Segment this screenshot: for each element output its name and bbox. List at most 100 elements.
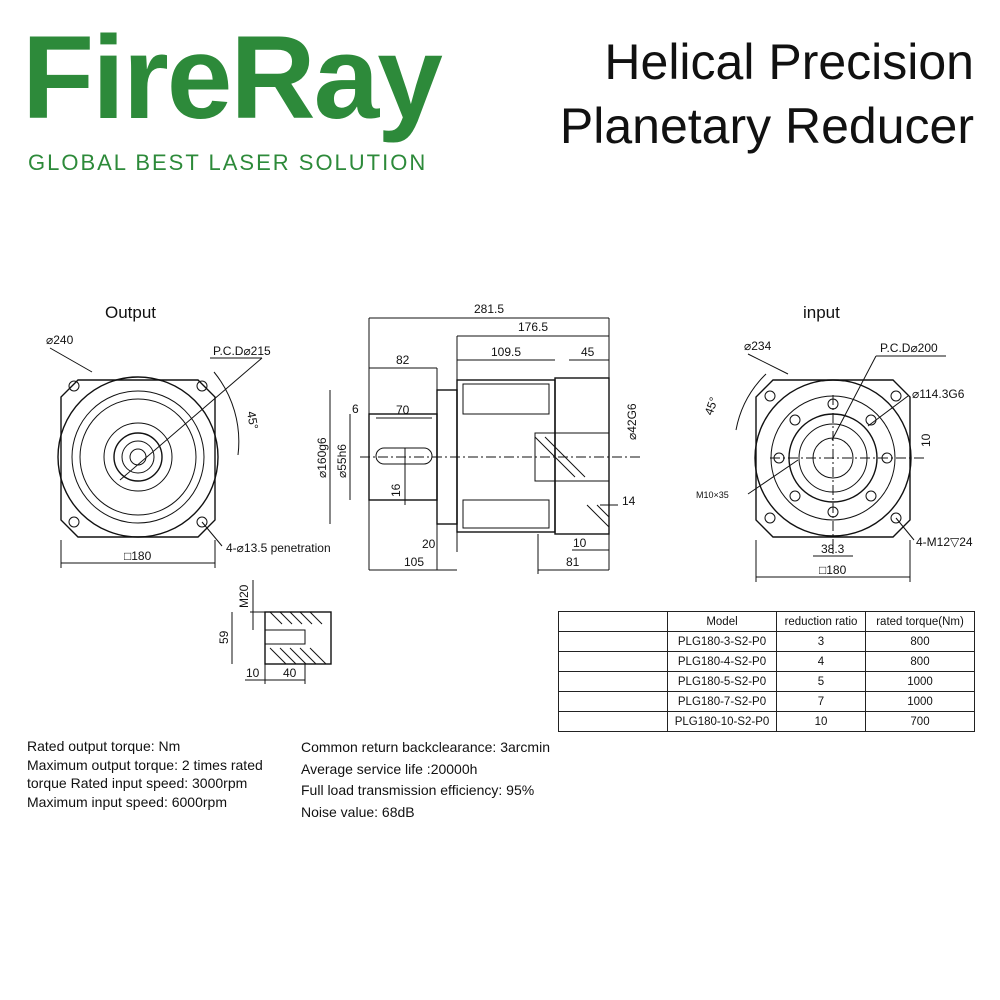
output-shaft bbox=[113, 432, 163, 482]
body-rib bbox=[462, 499, 550, 529]
output-holes: 4-⌀13.5 penetration bbox=[226, 541, 331, 555]
hatch bbox=[586, 504, 610, 528]
input-flange-side bbox=[554, 377, 610, 535]
output-dia-outer: ⌀240 bbox=[46, 333, 74, 347]
input-offset: 38.3 bbox=[821, 542, 845, 556]
hatch bbox=[299, 647, 317, 665]
output-label: Output bbox=[105, 303, 156, 322]
hatch bbox=[289, 611, 303, 625]
body-rib bbox=[462, 383, 550, 415]
input-corner-hole bbox=[764, 512, 776, 524]
input-dia-outer: ⌀234 bbox=[744, 339, 772, 353]
bore-depth: 14 bbox=[622, 494, 636, 508]
spec-line: Full load transmission efficiency: 95% bbox=[301, 782, 535, 798]
input-label: input bbox=[803, 303, 840, 322]
output-bolt-hole bbox=[196, 380, 208, 392]
output-angle: 45° bbox=[244, 410, 261, 430]
output-ring bbox=[79, 398, 197, 516]
hatch bbox=[309, 611, 323, 625]
output-flange-square bbox=[60, 379, 216, 538]
table-row: PLG180-10-S2-P0 10 700 bbox=[558, 711, 975, 732]
rear-step: 10 bbox=[573, 536, 587, 550]
output-hub bbox=[103, 422, 173, 492]
hatch bbox=[596, 504, 610, 518]
leader bbox=[747, 459, 799, 495]
angle-arc bbox=[735, 373, 767, 431]
table-row: PLG180-4-S2-P0 4 800 bbox=[558, 651, 975, 672]
spec-line: Maximum input speed: 6000rpm bbox=[27, 793, 227, 810]
table-cell bbox=[558, 671, 668, 692]
spec-line: Rated output torque: Nm bbox=[27, 738, 181, 754]
table-cell: 4 bbox=[776, 651, 866, 672]
len-body: 176.5 bbox=[518, 320, 548, 334]
len-flange: 45 bbox=[581, 345, 595, 359]
table-header: reduction ratio bbox=[776, 611, 866, 632]
table-cell bbox=[558, 691, 668, 712]
key-offset: 6 bbox=[352, 402, 359, 416]
input-angle: 45° bbox=[702, 395, 721, 417]
output-bolt-hole bbox=[68, 380, 80, 392]
spec-line: Noise value: 68dB bbox=[301, 803, 415, 820]
input-square: □180 bbox=[819, 563, 847, 577]
spec-line: Maximum output torque: 2 times rated bbox=[27, 756, 263, 773]
gear-body bbox=[456, 379, 556, 533]
table-cell: PLG180-3-S2-P0 bbox=[667, 631, 777, 652]
leader bbox=[867, 395, 909, 427]
table-cell: 1000 bbox=[865, 691, 975, 712]
hatch bbox=[279, 611, 293, 625]
output-outer-circle bbox=[57, 376, 219, 538]
table-cell: PLG180-10-S2-P0 bbox=[667, 711, 777, 732]
table-cell bbox=[558, 651, 668, 672]
key-width: 16 bbox=[389, 483, 403, 497]
spec-line: Average service life :20000h bbox=[301, 760, 478, 777]
len-rear: 81 bbox=[566, 555, 580, 569]
model-table: Model reduction ratio rated torque(Nm) P… bbox=[558, 611, 975, 732]
table-cell: 3 bbox=[776, 631, 866, 652]
dia-bore: ⌀42G6 bbox=[625, 403, 639, 440]
shaft-keyway bbox=[375, 447, 433, 465]
output-pcd: P.C.D⌀215 bbox=[213, 344, 271, 358]
output-bolt-hole bbox=[68, 516, 80, 528]
page-title: Helical Precision Planetary Reducer bbox=[560, 30, 974, 158]
table-cell: 7 bbox=[776, 691, 866, 712]
table-header bbox=[558, 611, 668, 632]
brand-logo: FireRay GLOBAL BEST LASER SOLUTION bbox=[22, 18, 452, 175]
len-mid: 109.5 bbox=[491, 345, 521, 359]
input-pilot-dia: ⌀114.3G6 bbox=[912, 387, 965, 401]
input-pcd-hole bbox=[865, 490, 877, 502]
table-cell: 800 bbox=[865, 631, 975, 652]
input-flange-square bbox=[755, 379, 911, 538]
table-cell: 800 bbox=[865, 651, 975, 672]
len-total: 281.5 bbox=[474, 302, 504, 316]
leader bbox=[895, 517, 915, 541]
specs-right: Common return backclearance: 3arcmin Ave… bbox=[301, 737, 621, 823]
output-view: Output ⌀240 P.C.D⌀215 45° 4-⌀13.5 penetr… bbox=[46, 303, 331, 568]
input-holes: 4-M12▽24 bbox=[916, 535, 973, 549]
output-body-circle bbox=[71, 390, 205, 524]
thread-d1: 10 bbox=[246, 666, 260, 680]
dia-body: ⌀160g6 bbox=[315, 437, 329, 478]
hatch bbox=[309, 647, 327, 665]
angle-arc bbox=[213, 371, 240, 456]
flange-thickness: 20 bbox=[422, 537, 436, 551]
output-center-hole bbox=[129, 448, 147, 466]
table-row: PLG180-5-S2-P0 5 1000 bbox=[558, 671, 975, 692]
table-cell: PLG180-5-S2-P0 bbox=[667, 671, 777, 692]
table-cell: 700 bbox=[865, 711, 975, 732]
output-bolt-hole bbox=[196, 516, 208, 528]
title-line-1: Helical Precision bbox=[604, 34, 974, 90]
table-cell bbox=[558, 631, 668, 652]
leader bbox=[49, 347, 93, 373]
thread-d2: 40 bbox=[283, 666, 297, 680]
input-corner-hole bbox=[890, 512, 902, 524]
input-corner-hole bbox=[764, 390, 776, 402]
thread-detail: M20 59 10 40 bbox=[217, 580, 332, 684]
hatch bbox=[269, 647, 287, 665]
key-len: 70 bbox=[396, 403, 410, 417]
input-pcd-hole bbox=[789, 490, 801, 502]
thread-size: M20 bbox=[237, 584, 251, 608]
hatch bbox=[279, 647, 297, 665]
spec-line: torque Rated input speed: 3000rpm bbox=[27, 775, 248, 791]
dia-shaft: ⌀55h6 bbox=[335, 444, 349, 478]
